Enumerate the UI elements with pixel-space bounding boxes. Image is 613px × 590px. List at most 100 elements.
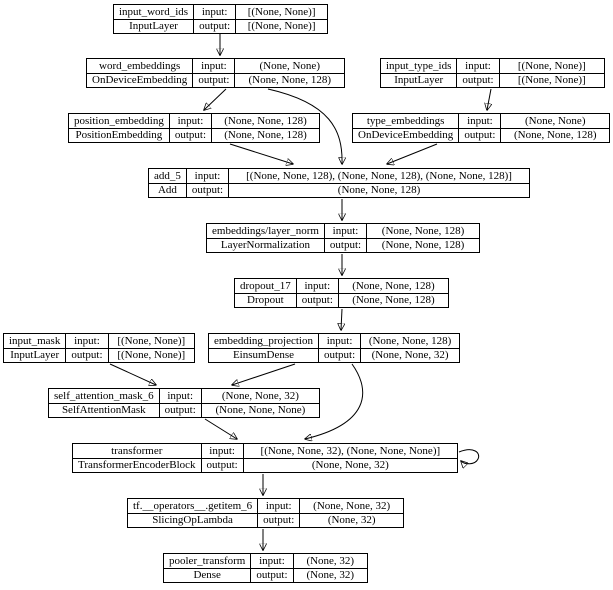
- output-label: output:: [250, 568, 293, 582]
- edge-input_mask-to-self_attention_mask_6: [109, 363, 156, 385]
- output-label: output:: [200, 458, 243, 472]
- edge-word_embeddings-to-position_embedding: [204, 88, 227, 110]
- input-shape: (None, None, 32): [200, 389, 319, 403]
- layer-name: self_attention_mask_6: [54, 389, 154, 402]
- node-add-5: add_5 input: [(None, None, 128), (None, …: [148, 168, 530, 198]
- input-shape: [(None, None, 128), (None, None, 128), (…: [228, 169, 529, 183]
- output-label: output:: [323, 238, 367, 252]
- input-label: input:: [200, 444, 243, 458]
- output-shape: (None, None, 128): [211, 128, 319, 142]
- node-type-embeddings: type_embeddings input: (None, None) OnDe…: [352, 113, 610, 143]
- input-label: input:: [456, 59, 498, 73]
- edge-embedding_projection-to-transformer: [305, 363, 364, 439]
- edge-input_type_ids-to-type_embeddings: [487, 88, 491, 110]
- layer-name: tf.__operators__.getitem_6: [133, 499, 253, 512]
- input-shape: (None, None): [500, 114, 609, 128]
- output-shape: (None, None, 128): [500, 128, 609, 142]
- layer-class: Dropout: [235, 293, 296, 307]
- input-shape: (None, None, 32): [299, 499, 403, 513]
- input-label: input:: [193, 5, 235, 19]
- node-transformer: transformer input: [(None, None, 32), (N…: [72, 443, 458, 473]
- input-shape: [(None, None)]: [498, 59, 604, 73]
- layer-name: input_mask: [9, 334, 61, 347]
- input-label: input:: [458, 114, 500, 128]
- input-shape: [(None, None)]: [107, 334, 194, 348]
- output-shape: [(None, None)]: [498, 73, 604, 87]
- edge-dropout_17-to-embedding_projection: [341, 308, 342, 330]
- input-label: input:: [65, 334, 107, 348]
- output-label: output:: [168, 128, 211, 142]
- layer-class: EinsumDense: [209, 348, 318, 362]
- edge-type_embeddings-to-add_5: [387, 143, 438, 164]
- input-shape: [(None, None, 32), (None, None, None)]: [242, 444, 457, 458]
- layer-class: PositionEmbedding: [69, 128, 169, 142]
- input-shape: (None, None, 128): [211, 114, 319, 128]
- node-input-word-ids: input_word_ids input: [(None, None)] Inp…: [113, 4, 328, 34]
- input-label: input:: [192, 59, 234, 73]
- node-tf-operators-getitem-6: tf.__operators__.getitem_6 input: (None,…: [127, 498, 404, 528]
- layer-name: embedding_projection: [214, 334, 313, 347]
- input-shape: (None, None, 128): [366, 224, 479, 238]
- output-shape: (None, 32): [292, 568, 367, 582]
- edge-position_embedding-to-add_5: [229, 143, 293, 164]
- output-shape: [(None, None)]: [235, 19, 327, 33]
- output-shape: (None, None, 32): [360, 348, 459, 362]
- layer-class: Add: [149, 183, 186, 197]
- output-label: output:: [185, 183, 229, 197]
- input-label: input:: [323, 224, 366, 238]
- output-shape: (None, None, 128): [228, 183, 529, 197]
- layer-class: OnDeviceEmbedding: [353, 128, 459, 142]
- input-shape: (None, None, 128): [360, 334, 459, 348]
- layer-class: InputLayer: [114, 19, 194, 33]
- layer-class: Dense: [164, 568, 251, 582]
- edge-transformer-self-loop: [458, 449, 480, 464]
- layer-name: word_embeddings: [99, 59, 181, 72]
- input-label: input:: [257, 499, 299, 513]
- layer-name: input_word_ids: [119, 5, 189, 18]
- layer-class: InputLayer: [4, 348, 66, 362]
- edge-self_attention_mask_6-to-transformer: [204, 418, 237, 439]
- output-shape: (None, None, None): [200, 403, 319, 417]
- layer-name: pooler_transform: [169, 554, 246, 567]
- output-label: output:: [295, 293, 338, 307]
- layer-class: LayerNormalization: [207, 238, 324, 252]
- input-label: input:: [168, 114, 211, 128]
- layer-name: position_embedding: [74, 114, 164, 127]
- node-embeddings-layer-norm: embeddings/layer_norm input: (None, None…: [206, 223, 480, 253]
- layer-class: InputLayer: [381, 73, 457, 87]
- output-shape: [(None, None)]: [107, 348, 194, 362]
- node-position-embedding: position_embedding input: (None, None, 1…: [68, 113, 320, 143]
- input-shape: [(None, None)]: [235, 5, 327, 19]
- input-label: input:: [295, 279, 338, 293]
- layer-class: SlicingOpLambda: [128, 513, 258, 527]
- layer-class: TransformerEncoderBlock: [73, 458, 201, 472]
- output-label: output:: [65, 348, 108, 362]
- layer-class: SelfAttentionMask: [49, 403, 159, 417]
- node-dropout-17: dropout_17 input: (None, None, 128) Drop…: [234, 278, 449, 308]
- output-label: output:: [317, 348, 361, 362]
- output-shape: (None, 32): [299, 513, 403, 527]
- output-label: output:: [257, 513, 300, 527]
- output-label: output:: [458, 128, 501, 142]
- output-shape: (None, None, 32): [242, 458, 457, 472]
- layer-name: dropout_17: [240, 279, 291, 292]
- output-label: output:: [158, 403, 201, 417]
- output-shape: (None, None, 128): [366, 238, 479, 252]
- edge-word_embeddings-to-add_5: [267, 88, 342, 164]
- input-shape: (None, None, 128): [337, 279, 448, 293]
- node-self-attention-mask-6: self_attention_mask_6 input: (None, None…: [48, 388, 320, 418]
- input-label: input:: [317, 334, 360, 348]
- layer-name: embeddings/layer_norm: [212, 224, 319, 237]
- layer-name: input_type_ids: [386, 59, 452, 72]
- output-label: output:: [192, 73, 235, 87]
- layer-name: type_embeddings: [366, 114, 445, 127]
- edge-embedding_projection-to-self_attention_mask_6: [232, 363, 296, 385]
- output-shape: (None, None, 128): [337, 293, 448, 307]
- layer-name: add_5: [154, 169, 181, 182]
- node-embedding-projection: embedding_projection input: (None, None,…: [208, 333, 460, 363]
- input-shape: (None, 32): [292, 554, 367, 568]
- output-label: output:: [193, 19, 236, 33]
- node-word-embeddings: word_embeddings input: (None, None) OnDe…: [86, 58, 345, 88]
